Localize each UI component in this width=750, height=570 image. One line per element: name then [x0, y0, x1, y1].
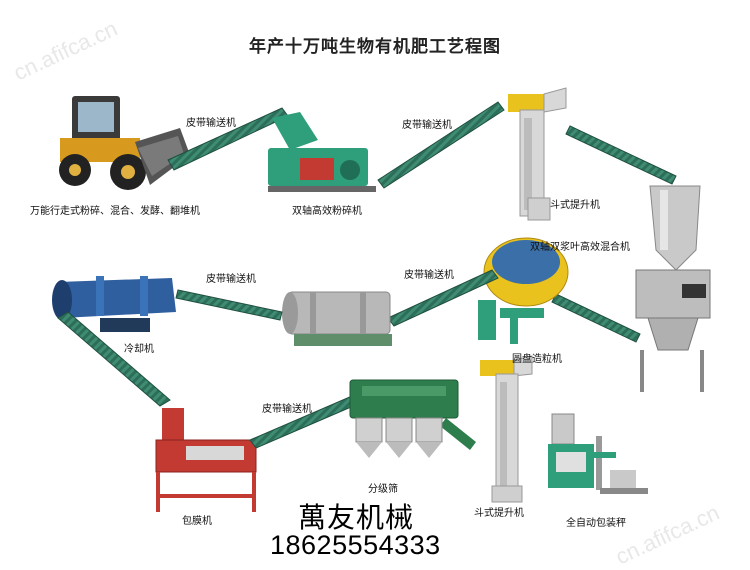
belt-conveyor-6 — [175, 289, 283, 321]
label-granulator: 圆盘造粒机 — [512, 354, 562, 365]
label-elevator-2: 斗式提升机 — [474, 508, 524, 519]
phone-number: 18625554333 — [270, 530, 441, 560]
label-cooler: 冷却机 — [124, 344, 154, 355]
mixer-machine-icon — [635, 185, 711, 392]
label-loader: 万能行走式粉碎、混合、发酵、翻堆机 — [30, 206, 200, 217]
bucket-elevator-2-icon — [480, 355, 533, 503]
belt-conveyor-7 — [57, 311, 171, 407]
bucket-elevator-icon — [508, 87, 567, 221]
belt-conveyor-2 — [377, 101, 505, 189]
belt-conveyor-3 — [565, 125, 677, 185]
coating-machine-icon — [155, 408, 257, 512]
rotary-cooler-icon — [52, 276, 176, 332]
packing-scale-icon — [548, 413, 648, 494]
loader-machine-icon — [59, 96, 190, 190]
label-elevator-1: 斗式提升机 — [550, 200, 600, 211]
rotary-dryer-icon — [282, 291, 392, 346]
label-crusher: 双轴高效粉碎机 — [292, 206, 362, 217]
label-belt-5: 皮带输送机 — [262, 404, 312, 415]
label-screener: 分级筛 — [368, 484, 398, 495]
company-name: 萬友机械 — [298, 501, 415, 534]
crusher-machine-icon — [268, 112, 376, 192]
diagram-title: 年产十万吨生物有机肥工艺程图 — [249, 37, 501, 57]
label-mixer: 双轴双浆叶高效混合机 — [530, 242, 630, 253]
label-belt-2: 皮带输送机 — [402, 120, 452, 131]
label-coater: 包膜机 — [182, 516, 212, 527]
belt-conveyor-4 — [551, 293, 641, 343]
label-belt-3: 皮带输送机 — [404, 270, 454, 281]
belt-conveyor-5 — [387, 269, 499, 327]
disc-granulator-icon — [478, 237, 569, 344]
label-belt-4: 皮带输送机 — [206, 274, 256, 285]
label-packer: 全自动包装秤 — [566, 518, 626, 529]
label-belt-1: 皮带输送机 — [186, 118, 236, 129]
drum-screener-icon — [349, 379, 476, 458]
